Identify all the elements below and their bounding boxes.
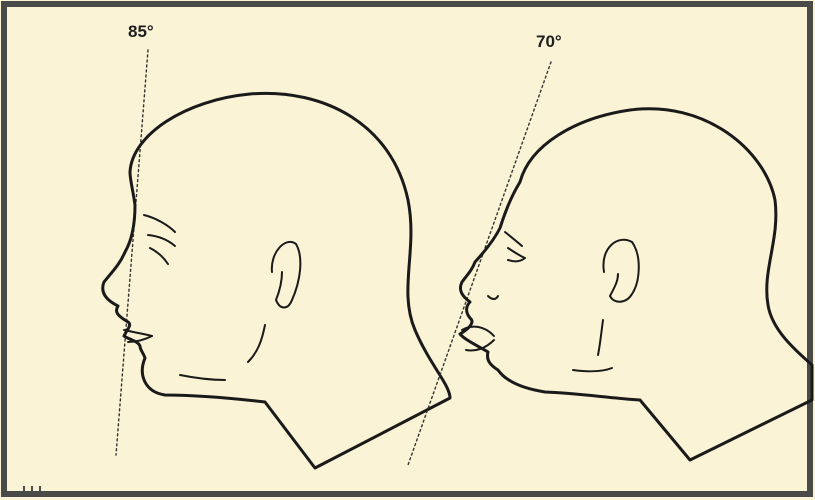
left-facial-angle-line (116, 50, 148, 455)
right-head-group: 70° (408, 32, 812, 465)
right-head-jaw-line (598, 320, 603, 355)
left-head-group: 85° (103, 22, 450, 468)
right-angle-label: 70° (536, 32, 562, 51)
left-head-eye-upper (148, 235, 175, 246)
right-head-ear (603, 240, 638, 302)
left-head-jaw-line (248, 325, 265, 362)
right-head-upper-lip (462, 327, 494, 336)
left-head-neck-line (180, 375, 225, 380)
left-head-brow (144, 215, 175, 232)
right-facial-angle-line (408, 62, 551, 465)
left-angle-label: 85° (128, 22, 154, 41)
left-head-upper-lip (124, 330, 152, 336)
left-head-eye-lower (150, 248, 168, 264)
right-head-neck-line (573, 368, 612, 371)
left-head-ear (272, 242, 301, 308)
left-head-outline (103, 93, 450, 468)
right-head-nostril (488, 296, 498, 299)
right-head-brow (505, 232, 522, 246)
right-head-eye (508, 248, 525, 261)
